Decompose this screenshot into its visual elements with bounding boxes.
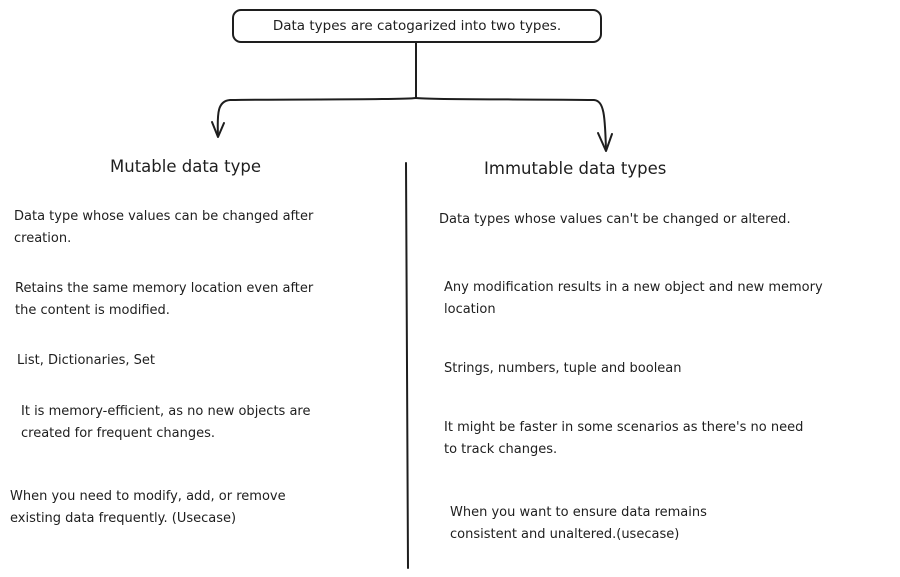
- mutable-point-efficiency: It is memory-efficient, as no new object…: [21, 404, 311, 441]
- mutable-point-memory: Retains the same memory location even af…: [15, 281, 314, 318]
- immutable-point-definition: Data types whose values can't be changed…: [439, 212, 791, 227]
- root-concept-box: Data types are catogarized into two type…: [232, 9, 602, 43]
- left-arrowhead: [211, 121, 225, 138]
- column-divider: [405, 162, 409, 569]
- mutable-point-examples: List, Dictionaries, Set: [17, 353, 155, 368]
- right-branch-connector: [415, 97, 607, 151]
- mutable-point-usecase: When you need to modify, add, or remove …: [10, 489, 286, 526]
- immutable-point-modification: Any modification results in a new object…: [444, 280, 823, 317]
- right-arrowhead: [597, 132, 613, 152]
- mutable-heading: Mutable data type: [110, 157, 261, 176]
- mutable-point-definition: Data type whose values can be changed af…: [14, 209, 314, 246]
- immutable-point-examples: Strings, numbers, tuple and boolean: [444, 361, 682, 376]
- immutable-heading: Immutable data types: [484, 159, 667, 178]
- root-concept-text: Data types are catogarized into two type…: [272, 18, 562, 34]
- left-branch-connector: [216, 97, 417, 137]
- immutable-point-usecase: When you want to ensure data remains con…: [450, 505, 707, 542]
- immutable-point-speed: It might be faster in some scenarios as …: [444, 420, 804, 457]
